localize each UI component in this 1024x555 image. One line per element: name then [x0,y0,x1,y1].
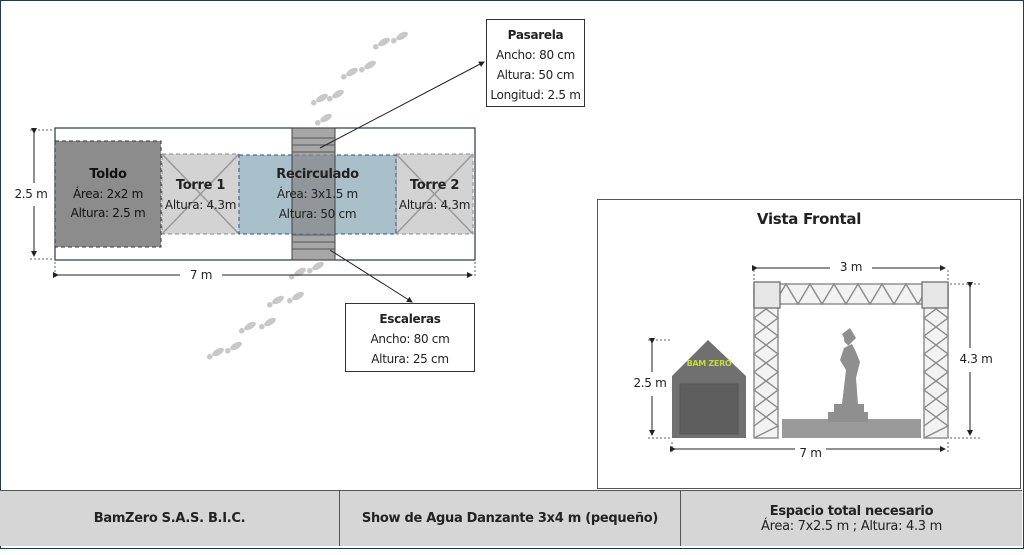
escaleras-ancho: Ancho: 80 cm [370,332,450,346]
footer: BamZero S.A.S. B.I.C. Show de Agua Danza… [0,490,1022,546]
footer-space-detail: Área: 7x2.5 m ; Altura: 4.3 m [761,518,942,534]
footer-space-cell: Espacio total necesario Área: 7x2.5 m ; … [681,491,1022,546]
torre1-height: Altura: 4.3m [164,198,237,212]
pasarela-ancho: Ancho: 80 cm [496,48,575,62]
front-truss-width: 3 m [839,260,863,274]
toldo-height: Altura: 2.5 m [70,206,146,220]
recirculado-area: Área: 3x1.5 m [277,187,358,201]
front-total-width: 7 m [799,446,822,460]
pasarela-title: Pasarela [507,28,564,42]
pasarela-callout: Pasarela Ancho: 80 cm Altura: 50 cm Long… [486,19,585,107]
pasarela-longitud: Longitud: 2.5 m [490,88,581,102]
escaleras-altura: Altura: 25 cm [371,352,449,366]
tent [672,340,746,438]
front-view-title: Vista Frontal [756,210,862,228]
footer-company: BamZero S.A.S. B.I.C. [93,511,246,526]
recirculado-height: Altura: 50 cm [278,207,357,221]
escaleras-callout: Escaleras Ancho: 80 cm Altura: 25 cm [345,303,475,372]
truss-left [752,289,780,439]
footer-product: Show de Agua Danzante 3x4 m (pequeño) [361,511,659,526]
pasarela-altura: Altura: 50 cm [496,68,575,82]
torre1-title: Torre 1 [175,178,226,193]
footer-product-cell: Show de Agua Danzante 3x4 m (pequeño) [340,491,681,546]
statue [828,328,868,422]
plan-width-dim: 7 m [189,268,213,282]
recirculado-title: Recirculado [276,167,359,182]
footer-company-cell: BamZero S.A.S. B.I.C. [0,491,340,546]
truss-top [753,281,949,309]
toldo-area: Área: 2x2 m [72,187,144,201]
torre2-title: Torre 2 [409,178,460,193]
toldo-title: Toldo [89,167,127,182]
front-truss-height: 4.3 m [959,352,993,366]
plan-depth-dim: 2.5 m [14,187,48,201]
front-tent-height: 2.5 m [633,376,667,390]
footer-space-title: Espacio total necesario [769,503,934,519]
front-view-panel [597,199,1021,489]
torre2-height: Altura: 4.3m [398,198,471,212]
truss-right [922,289,950,439]
escaleras-title: Escaleras [379,312,441,326]
tent-logo: BAM ZERO [686,359,732,368]
